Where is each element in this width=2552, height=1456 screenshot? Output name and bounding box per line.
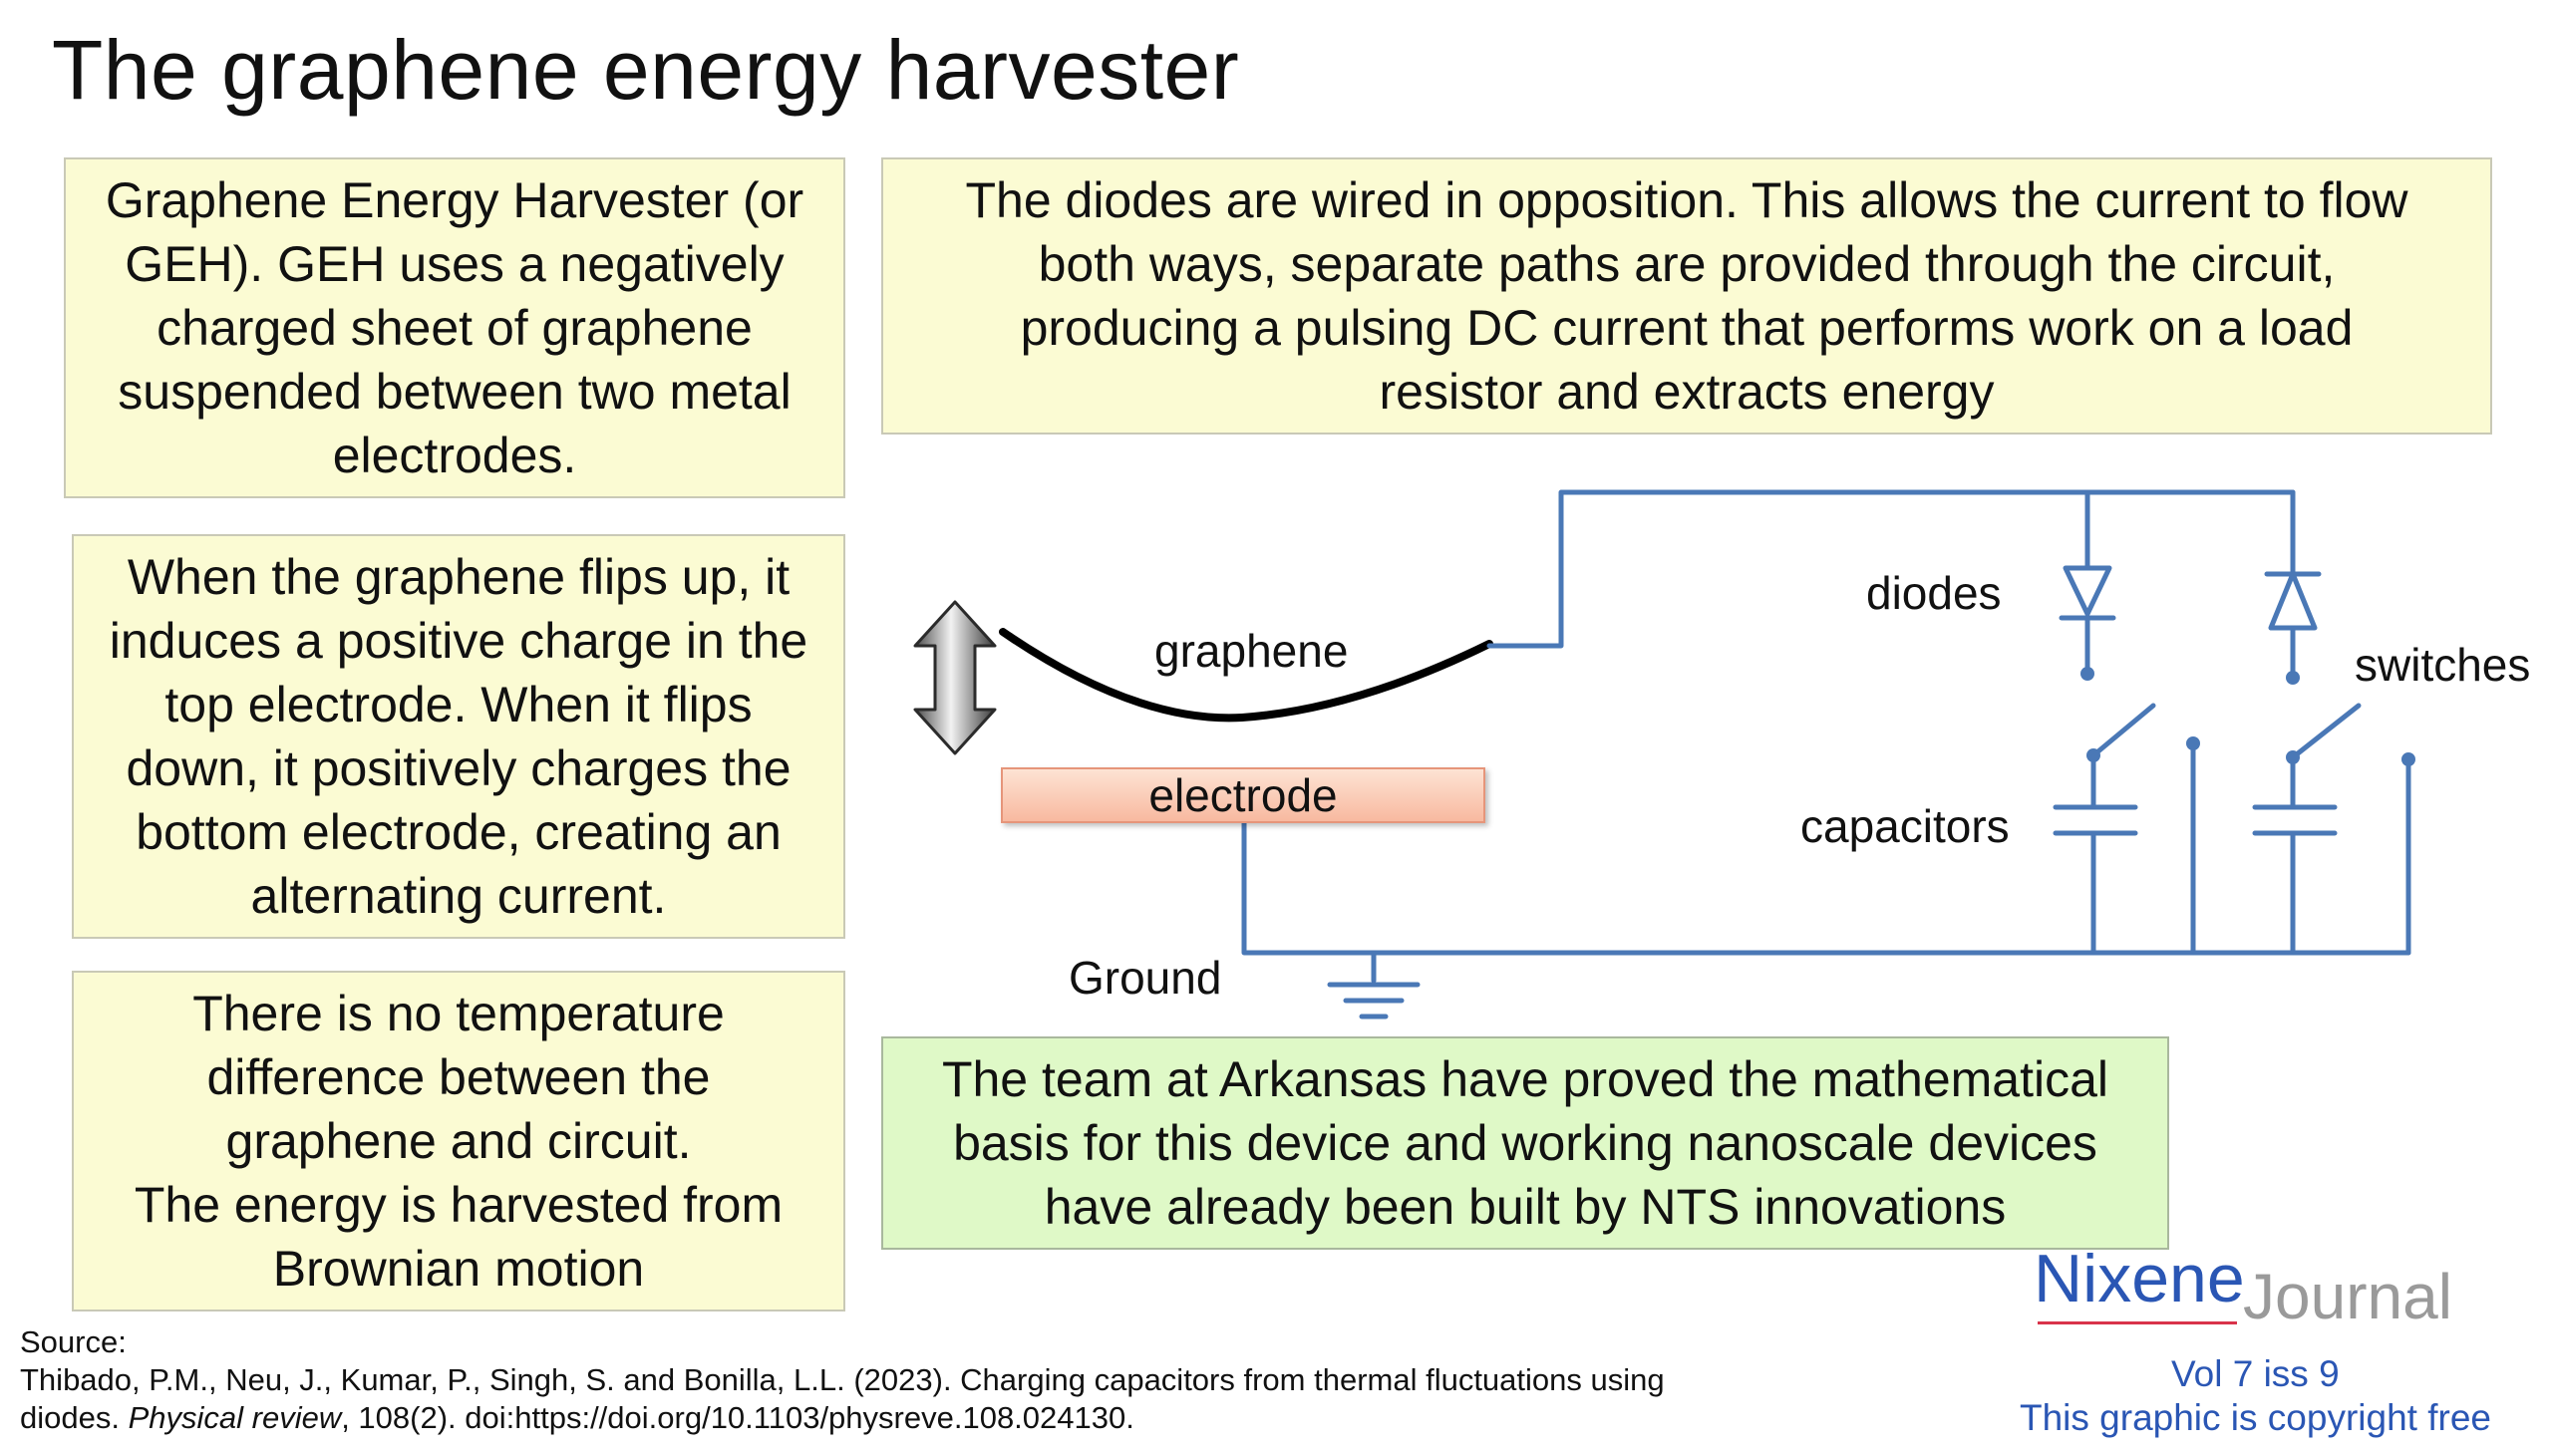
electrode-block: electrode	[1001, 767, 1485, 823]
graphene-sheet	[999, 628, 1493, 723]
brand-name: Nixene	[2034, 1241, 2245, 1316]
up-down-arrow-icon	[913, 600, 997, 755]
source-line-2-end: , 108(2). doi:https://doi.org/10.1103/ph…	[341, 1400, 1134, 1435]
page-title: The graphene energy harvester	[52, 23, 1240, 117]
text-line: basis for this device and working nanosc…	[953, 1115, 2097, 1171]
geh-description-box: Graphene Energy Harvester (or GEH). GEH …	[64, 157, 845, 498]
temperature-box: There is no temperature difference betwe…	[72, 971, 845, 1311]
text-line: induces a positive charge in the	[109, 613, 808, 669]
text-line: top electrode. When it flips	[164, 677, 753, 732]
brand-underline	[2038, 1321, 2237, 1324]
text-line: Brownian motion	[272, 1241, 645, 1297]
text-line: difference between the	[206, 1049, 711, 1105]
ground-label: Ground	[1069, 952, 1222, 1004]
text-line: electrodes.	[332, 428, 577, 483]
text-line: both ways, separate paths are provided t…	[1038, 236, 2336, 292]
nixene-journal-logo: Nixene Journal	[2034, 1240, 2522, 1332]
copyright-note: This graphic is copyright free	[2020, 1397, 2491, 1438]
text-line: producing a pulsing DC current that perf…	[1020, 300, 2354, 356]
text-line: alternating current.	[250, 868, 667, 924]
source-citation: Source: Thibado, P.M., Neu, J., Kumar, P…	[20, 1323, 1665, 1437]
text-line: When the graphene flips up, it	[127, 549, 791, 605]
source-heading: Source:	[20, 1324, 127, 1359]
source-line-1: Thibado, P.M., Neu, J., Kumar, P., Singh…	[20, 1362, 1665, 1397]
diodes-label: diodes	[1866, 567, 2002, 619]
volume-issue: Vol 7 iss 9	[2171, 1353, 2340, 1394]
text-line: The diodes are wired in opposition. This…	[965, 172, 2408, 228]
text-line: graphene and circuit.	[225, 1113, 692, 1169]
text-line: resistor and extracts energy	[1379, 364, 1995, 420]
electrode-label: electrode	[1148, 769, 1338, 821]
text-line: suspended between two metal	[118, 364, 792, 420]
arkansas-team-box: The team at Arkansas have proved the mat…	[881, 1036, 2169, 1250]
source-line-2: diodes. Physical review, 108(2). doi:htt…	[20, 1399, 1665, 1437]
switches-label: switches	[2355, 639, 2531, 691]
text-line: The team at Arkansas have proved the mat…	[941, 1051, 2109, 1107]
source-line-2-start: diodes.	[20, 1400, 129, 1435]
journal-name: Physical review	[128, 1400, 342, 1435]
text-line: Graphene Energy Harvester (or	[105, 172, 804, 228]
text-line: GEH). GEH uses a negatively	[125, 236, 785, 292]
graphene-flip-box: When the graphene flips up, it induces a…	[72, 534, 845, 939]
graphene-label: graphene	[1154, 625, 1349, 677]
circuit-terminals	[2080, 667, 2415, 766]
text-line: charged sheet of graphene	[157, 300, 753, 356]
circuit-wires	[1241, 489, 2411, 1019]
capacitors-label: capacitors	[1800, 800, 2010, 852]
diodes-explanation-box: The diodes are wired in opposition. This…	[881, 157, 2492, 435]
text-line: There is no temperature	[192, 986, 725, 1041]
text-line: down, it positively charges the	[126, 740, 792, 796]
text-line: have already been built by NTS innovatio…	[1044, 1179, 2007, 1235]
brand-suffix: Journal	[2243, 1261, 2452, 1332]
text-line: The energy is harvested from	[134, 1177, 784, 1233]
text-line: bottom electrode, creating an	[136, 804, 782, 860]
